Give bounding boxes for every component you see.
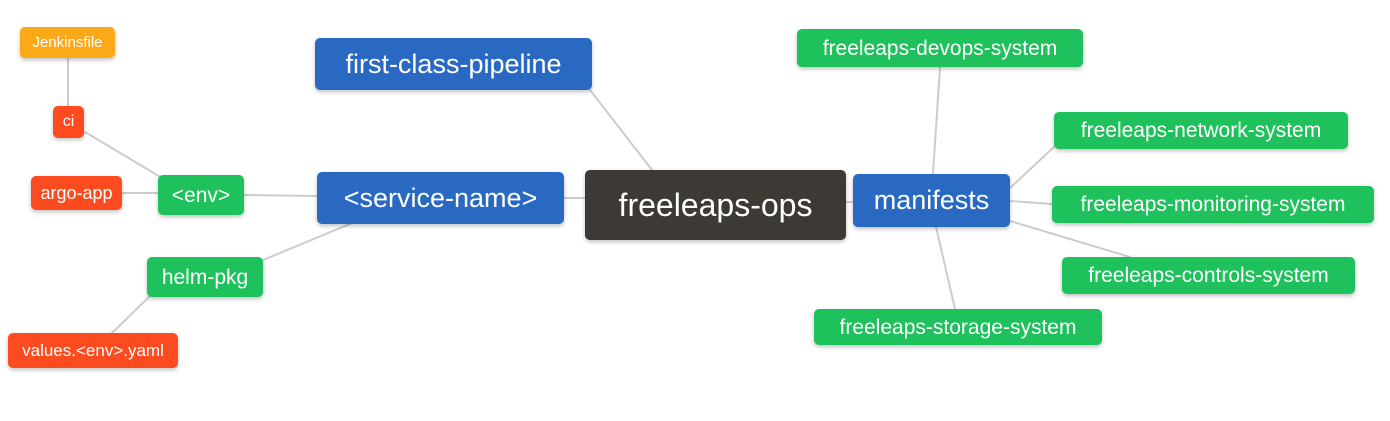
node-first-class-pipeline[interactable]: first-class-pipeline [315,38,592,90]
node-env[interactable]: <env> [158,175,244,215]
node-freeleaps-storage-system[interactable]: freeleaps-storage-system [814,309,1102,345]
edge-manifests-devops [932,66,941,175]
edge-manifests-storage [935,226,956,310]
node-freeleaps-devops-system[interactable]: freeleaps-devops-system [797,29,1083,67]
node-service-name[interactable]: <service-name> [317,172,564,224]
edge-manifests-controls [1009,220,1131,258]
node-freeleaps-ops[interactable]: freeleaps-ops [585,170,846,240]
node-ci[interactable]: ci [53,106,84,138]
node-freeleaps-controls-system[interactable]: freeleaps-controls-system [1062,257,1355,294]
edge-pipeline-freeleaps-ops [589,89,653,171]
node-values-env-yaml[interactable]: values.<env>.yaml [8,333,178,368]
edge-helm-pkg-service-name [262,223,351,261]
node-argo-app[interactable]: argo-app [31,176,122,210]
edge-env-service-name [243,194,318,197]
edge-ci-env [84,131,163,179]
node-freeleaps-network-system[interactable]: freeleaps-network-system [1054,112,1348,149]
node-manifests[interactable]: manifests [853,174,1010,227]
edge-values-helm-pkg [111,295,151,334]
node-jenkinsfile[interactable]: Jenkinsfile [20,27,115,58]
node-freeleaps-monitoring-system[interactable]: freeleaps-monitoring-system [1052,186,1374,223]
edge-manifests-network [1009,146,1055,189]
node-helm-pkg[interactable]: helm-pkg [147,257,263,297]
edge-manifests-monitoring [1009,200,1053,205]
